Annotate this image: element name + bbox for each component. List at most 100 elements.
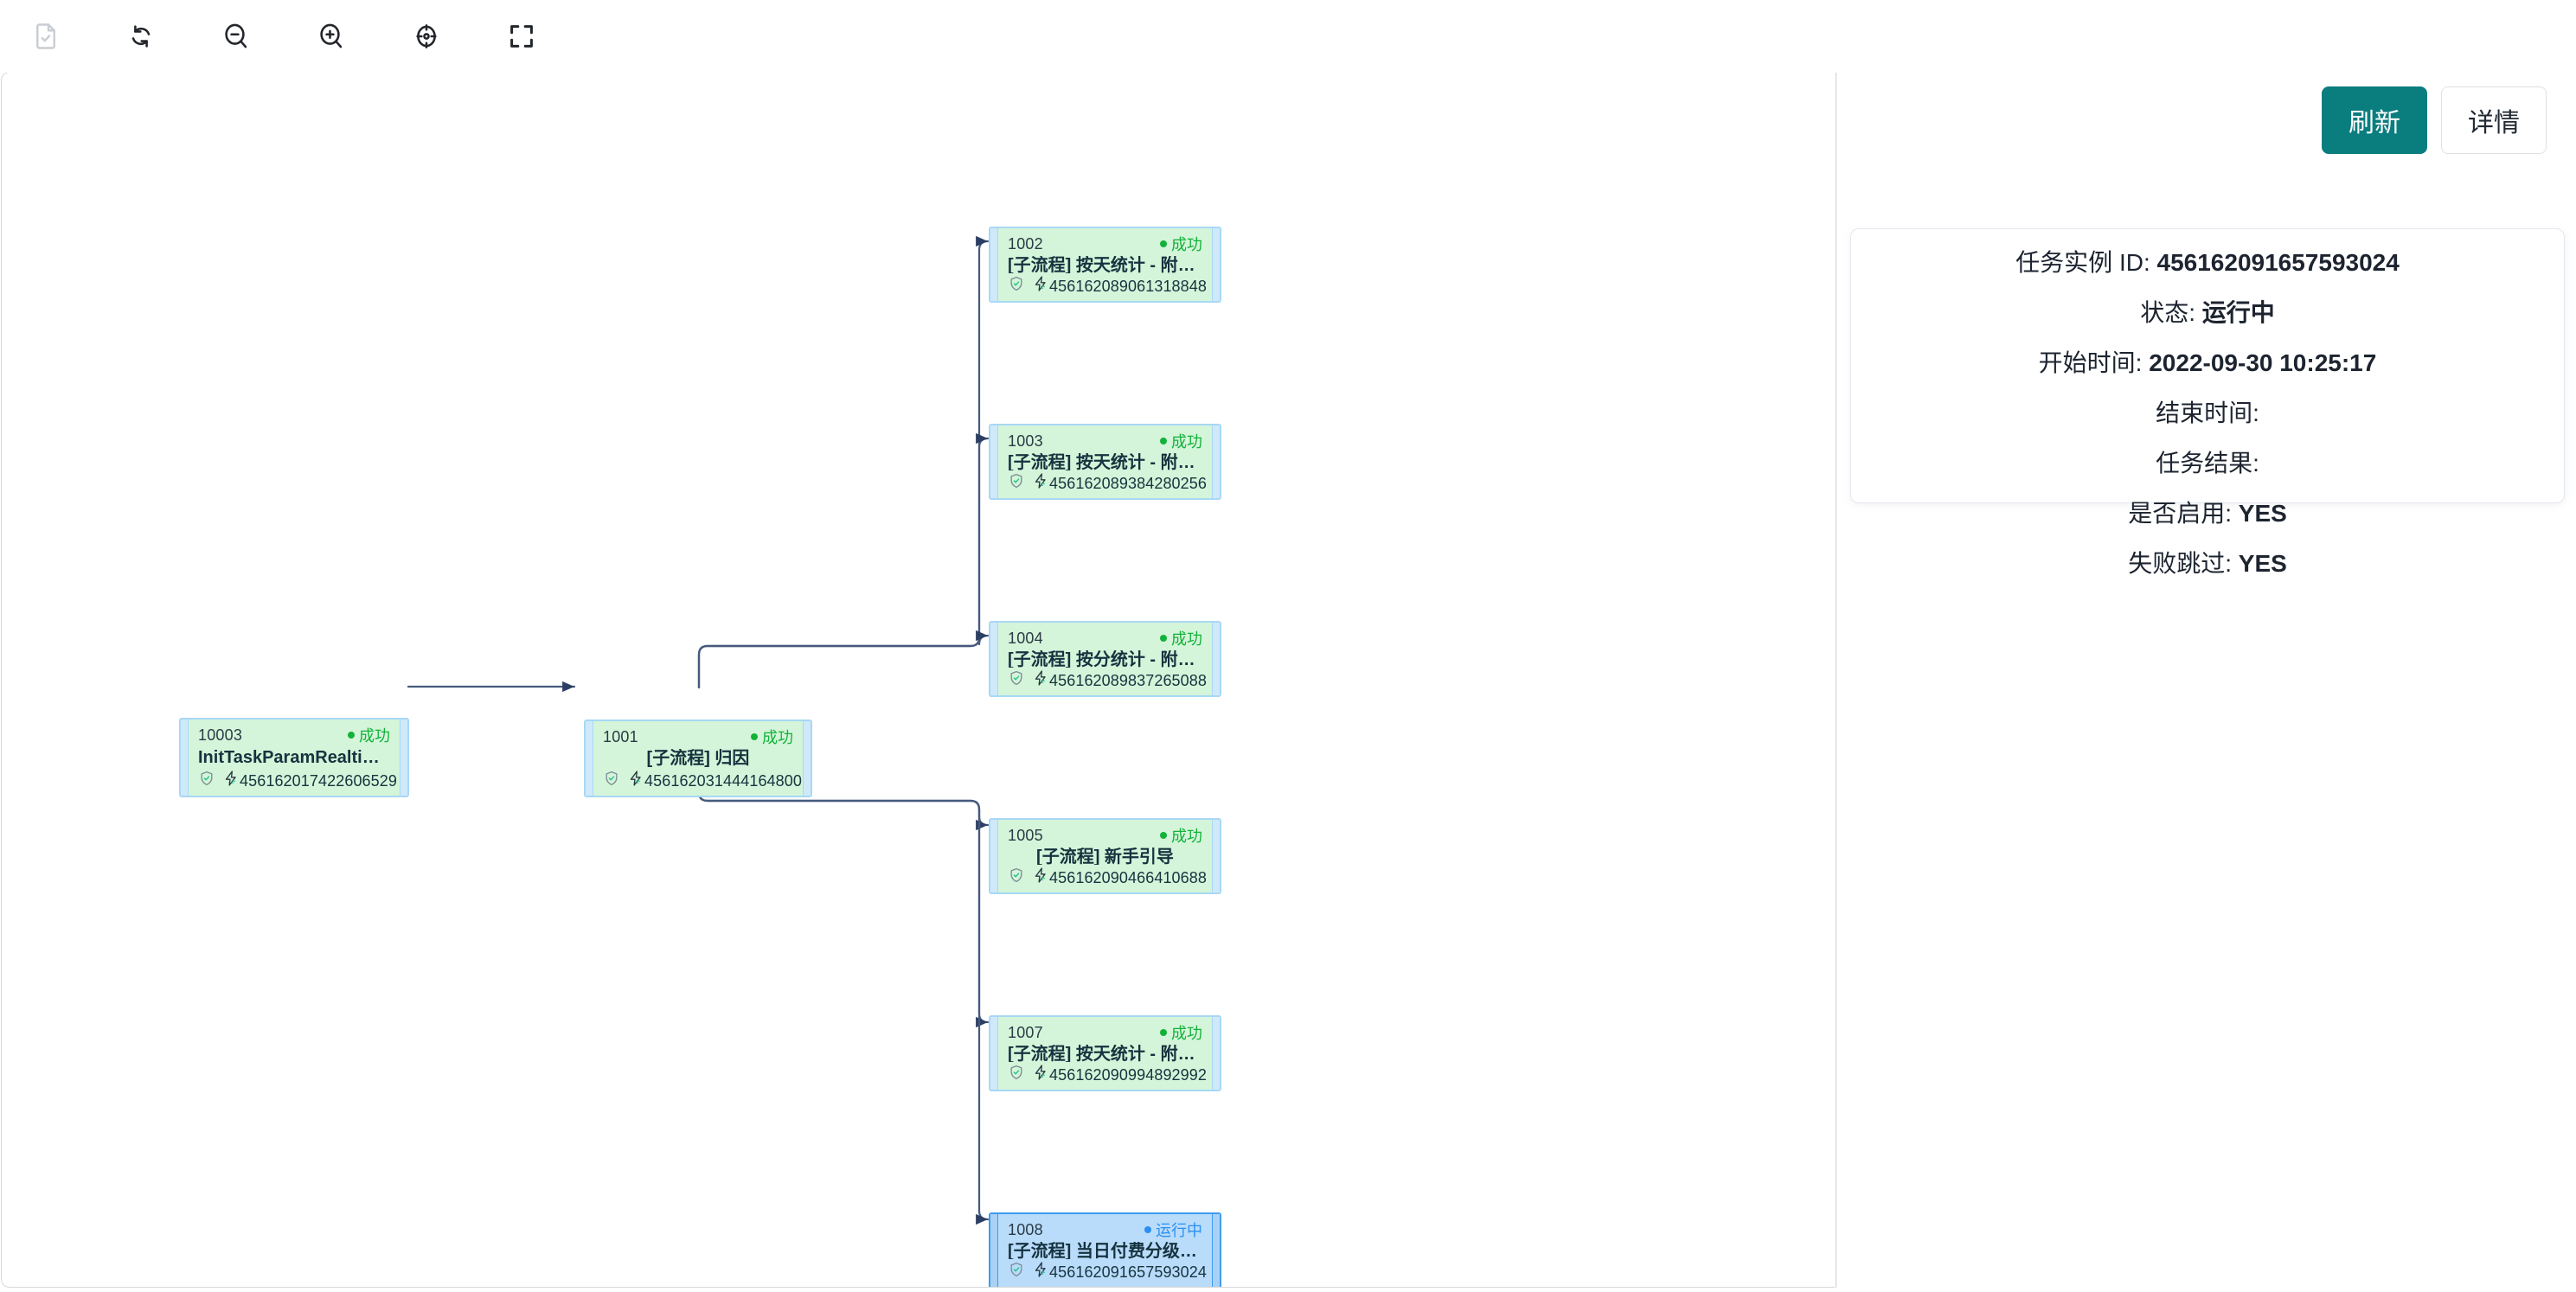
edge-1001-1004 <box>697 630 990 689</box>
flow-node-1008[interactable]: 1008 运行中 [子流程] 当日付费分级统计 456162091657593024 <box>989 1212 1221 1287</box>
node-icon-group <box>198 770 240 792</box>
node-status-badge: 成功 <box>1160 824 1202 847</box>
detail-row-label: 任务实例 ID: <box>2015 249 2150 276</box>
status-dot-icon <box>1144 1226 1151 1233</box>
detail-row-label: 结束时间: <box>2156 400 2259 426</box>
node-port-right[interactable] <box>1212 425 1220 498</box>
detail-row-value: YES <box>2231 500 2287 527</box>
shield-check-icon <box>198 770 215 792</box>
node-port-left[interactable] <box>990 1214 998 1287</box>
node-footer: 456162089061318848 <box>1008 275 1207 297</box>
zoom-in-icon[interactable] <box>304 10 358 63</box>
refresh-button[interactable]: 刷新 <box>2322 86 2427 154</box>
node-status-badge: 成功 <box>1160 627 1202 649</box>
node-header: 1001 成功 <box>603 726 793 748</box>
node-port-left[interactable] <box>990 820 998 892</box>
node-code: 1001 <box>603 727 638 745</box>
node-code: 1003 <box>1008 432 1043 450</box>
node-status-badge: 成功 <box>1160 430 1202 452</box>
node-title: [子流程] 当日付费分级统计 <box>1008 1242 1202 1259</box>
shield-check-icon <box>1008 669 1025 692</box>
node-port-right[interactable] <box>400 720 407 796</box>
node-port-left[interactable] <box>990 1017 998 1090</box>
node-status-badge: 成功 <box>1160 1021 1202 1044</box>
status-dot-icon <box>1160 832 1167 839</box>
center-target-icon[interactable] <box>400 10 453 63</box>
status-dot-icon <box>1160 1029 1167 1036</box>
node-status-label: 成功 <box>1171 630 1202 648</box>
node-port-right[interactable] <box>1212 820 1220 892</box>
detail-row-value: 2022-09-30 10:25:17 <box>2142 349 2377 376</box>
node-port-left[interactable] <box>990 425 998 498</box>
detail-row-label: 失败跳过: <box>2128 550 2232 577</box>
node-status-label: 成功 <box>762 729 793 746</box>
node-port-left[interactable] <box>181 720 189 796</box>
node-port-right[interactable] <box>1212 623 1220 695</box>
zoom-out-icon[interactable] <box>209 10 263 63</box>
edge-1001-1002 <box>697 235 990 689</box>
lightning-bolt-icon <box>222 770 240 792</box>
detail-row-value: 运行中 <box>2195 299 2275 326</box>
node-body: 1003 成功[子流程] 按天统计 - 附加服... 456162089384280… <box>999 425 1211 498</box>
node-status-label: 成功 <box>1171 236 1202 253</box>
node-port-left[interactable] <box>990 623 998 695</box>
detail-row-label: 状态: <box>2140 299 2195 326</box>
node-instance-id: 456162091657593024 <box>1049 1263 1207 1281</box>
flow-node-1003[interactable]: 1003 成功[子流程] 按天统计 - 附加服... 456162089384280… <box>989 424 1221 500</box>
node-footer: 456162090466410688 <box>1008 867 1207 889</box>
node-status-label: 运行中 <box>1156 1222 1202 1239</box>
node-port-right[interactable] <box>803 721 811 796</box>
node-instance-id: 456162090994892992 <box>1049 1065 1207 1084</box>
lightning-bolt-icon <box>1032 1064 1049 1086</box>
node-title: InitTaskParamRealtime - 实... <box>198 748 390 767</box>
detail-row-label: 是否启用: <box>2128 500 2232 527</box>
node-instance-id: 456162017422606529 <box>240 771 397 790</box>
fullscreen-icon[interactable] <box>495 10 548 63</box>
node-port-right[interactable] <box>1212 1214 1220 1287</box>
shield-check-icon <box>1008 1261 1025 1283</box>
node-icon-group <box>1008 275 1049 297</box>
flow-edges <box>407 235 990 1225</box>
shield-check-icon <box>1008 275 1025 297</box>
node-port-right[interactable] <box>1212 228 1220 301</box>
detail-button[interactable]: 详情 <box>2441 86 2547 154</box>
node-footer: 456162089837265088 <box>1008 669 1207 692</box>
detail-row: 任务结果: <box>1851 437 2564 487</box>
node-instance-id: 456162089384280256 <box>1049 474 1207 492</box>
status-dot-icon <box>1160 438 1167 445</box>
node-footer: 456162090994892992 <box>1008 1064 1207 1086</box>
refresh-icon[interactable] <box>114 10 168 63</box>
node-code: 1008 <box>1008 1220 1043 1238</box>
node-icon-group <box>603 770 644 792</box>
detail-row: 失败跳过: YES <box>1851 537 2564 587</box>
node-instance-id: 456162089061318848 <box>1049 277 1207 295</box>
node-header: 1008 运行中 <box>1008 1218 1202 1241</box>
node-status-badge: 成功 <box>751 726 793 748</box>
document-check-icon[interactable] <box>19 10 73 63</box>
node-icon-group <box>1008 1261 1049 1283</box>
node-port-left[interactable] <box>990 228 998 301</box>
detail-row: 开始时间: 2022-09-30 10:25:17 <box>1851 336 2564 387</box>
lightning-bolt-icon <box>1032 275 1049 297</box>
node-title: [子流程] 按天统计 - 附加服... <box>1008 453 1202 470</box>
node-port-left[interactable] <box>586 721 593 796</box>
node-port-right[interactable] <box>1212 1017 1220 1090</box>
node-header: 1003 成功 <box>1008 430 1202 452</box>
node-status-label: 成功 <box>1171 828 1202 845</box>
node-title: [子流程] 归因 <box>646 749 750 768</box>
node-instance-id: 456162090466410688 <box>1049 868 1207 886</box>
